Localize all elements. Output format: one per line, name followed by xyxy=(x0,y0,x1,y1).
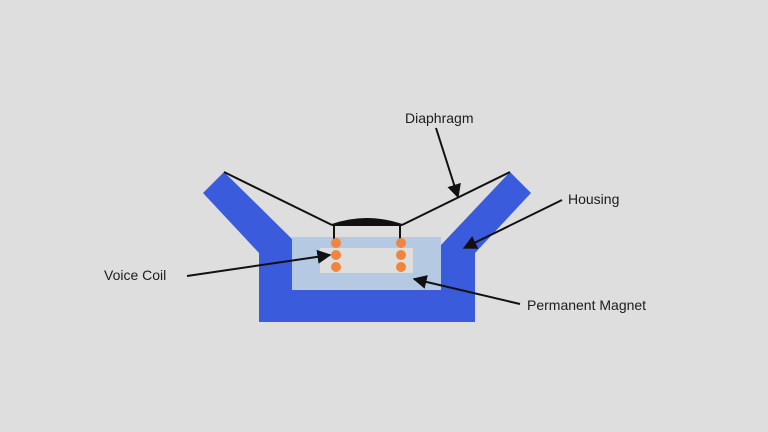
coil-turn xyxy=(396,238,406,248)
housing-label: Housing xyxy=(568,191,619,207)
diaphragm-left-line xyxy=(223,171,333,226)
housing xyxy=(203,172,531,322)
diaphragm-arrow xyxy=(435,127,461,199)
coil-turn xyxy=(396,262,406,272)
coil-turn xyxy=(396,250,406,260)
voice-coil-arrow xyxy=(186,249,332,277)
housing-arrow xyxy=(462,199,563,249)
voice-coil-label: Voice Coil xyxy=(104,267,166,283)
permanent-magnet-arrow xyxy=(412,275,521,305)
permanent-magnet xyxy=(292,237,441,290)
diaphragm-right-line xyxy=(401,171,511,226)
coil-turn xyxy=(331,262,341,272)
voice-coil-right xyxy=(396,238,406,272)
diaphragm-label: Diaphragm xyxy=(405,110,473,126)
voice-coil-left xyxy=(331,238,341,272)
coil-turn xyxy=(331,250,341,260)
coil-turn xyxy=(331,238,341,248)
diaphragm-dome xyxy=(331,218,403,226)
permanent-magnet-label: Permanent Magnet xyxy=(527,297,646,313)
